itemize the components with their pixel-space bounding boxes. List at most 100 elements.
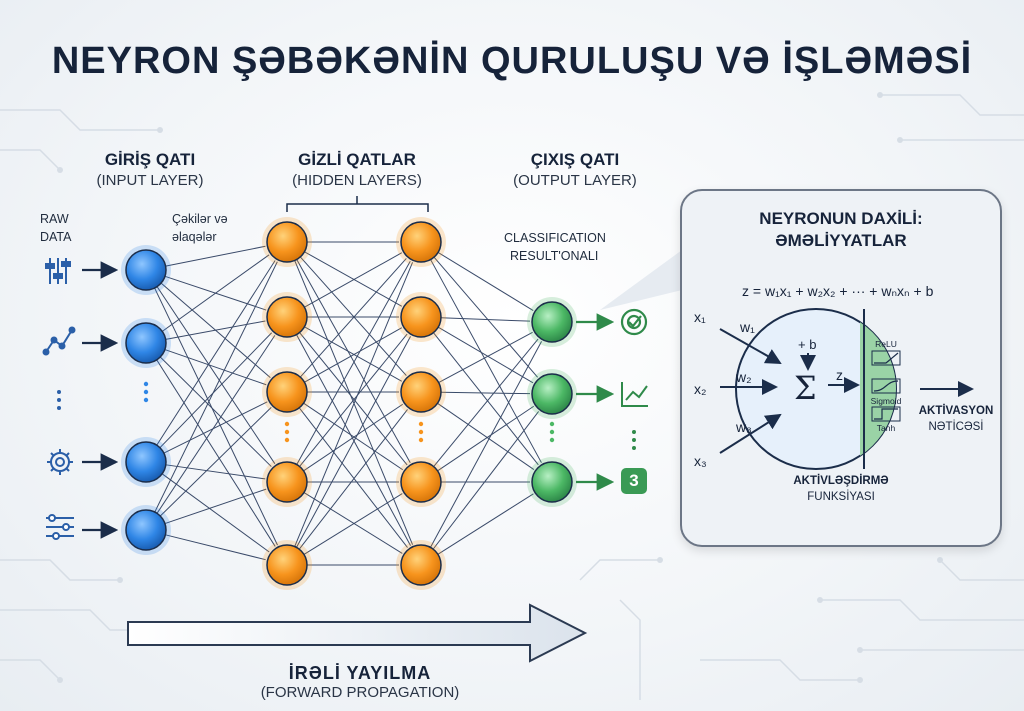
connection-edge xyxy=(296,260,411,465)
connection-edge xyxy=(156,286,276,464)
hidden2-node xyxy=(400,371,442,413)
sum-symbol: Σ xyxy=(794,369,817,407)
raw-data-label-1: RAW xyxy=(40,212,69,226)
hidden2-node xyxy=(400,296,442,338)
connection-edge xyxy=(433,256,539,378)
callout-wedge xyxy=(600,250,682,310)
connection-edge xyxy=(303,402,404,471)
connection-edge xyxy=(304,326,403,382)
ellipsis-dot xyxy=(418,421,424,427)
output-ellipsis-icon xyxy=(632,430,636,450)
input-node xyxy=(125,509,167,551)
connection-edge xyxy=(437,251,534,311)
connection-edge xyxy=(159,332,273,449)
connection-edge xyxy=(303,403,404,472)
ellipsis-dot xyxy=(284,437,290,443)
relu-label: ReLU xyxy=(875,339,897,349)
panel-title-1: NEYRONUN DAXİLİ: xyxy=(759,209,923,228)
output-layer-subtitle: (OUTPUT LAYER) xyxy=(513,172,637,189)
hidden2-node xyxy=(400,544,442,586)
connection-edge xyxy=(440,317,531,322)
z-label: z xyxy=(836,367,843,383)
input-layer-title: GİRİŞ QATI xyxy=(104,150,196,169)
chart-icon xyxy=(621,382,648,407)
ellipsis-dot xyxy=(143,381,149,387)
connection-edge xyxy=(304,327,403,383)
activation-function-label-1: AKTİVLƏŞDİRMƏ xyxy=(793,475,889,487)
weights-label-2: əlaqələr xyxy=(172,230,217,244)
connection-edge xyxy=(159,356,272,467)
gear-icon xyxy=(47,449,73,475)
connection-edge xyxy=(163,401,268,454)
connection-edge xyxy=(154,287,278,546)
sliders-icon xyxy=(45,258,71,284)
connection-edge xyxy=(294,260,414,545)
connection-edge xyxy=(161,473,270,553)
input-x3: x₃ xyxy=(694,453,707,469)
connection-edge xyxy=(161,254,270,332)
output-node xyxy=(531,373,573,415)
connection-edge xyxy=(156,260,276,446)
connection-edge xyxy=(296,336,411,548)
connection-edge xyxy=(156,359,276,547)
connection-edge xyxy=(299,332,408,466)
raw-data-label-2: DATA xyxy=(40,230,72,244)
forward-propagation-title: İRƏLİ YAYILMA xyxy=(288,663,432,683)
connection-edge xyxy=(165,245,266,267)
forward-arrow xyxy=(127,603,588,663)
connection-edge xyxy=(303,492,403,554)
input-x2: x₂ xyxy=(694,381,707,397)
activation-function-label-2: FUNKSİYASI xyxy=(807,491,875,503)
neuron-panel: NEYRONUN DAXİLİ: ƏMƏLİYYATLAR z = w₁x₁ +… xyxy=(680,189,1002,547)
ellipsis-dot xyxy=(143,389,149,395)
input-node xyxy=(125,441,167,483)
neuron-schematic xyxy=(719,308,974,470)
connection-edge xyxy=(298,407,408,548)
connection-edge xyxy=(432,411,540,550)
connection-edge xyxy=(299,258,407,378)
input-layer-subtitle: (INPUT LAYER) xyxy=(96,172,204,189)
input-node xyxy=(125,322,167,364)
weights-label-1: Çəkilər və xyxy=(172,212,228,226)
line-graph-icon xyxy=(42,326,76,356)
hidden1-node xyxy=(266,461,308,503)
connection-edge xyxy=(303,493,403,555)
output-node xyxy=(531,461,573,503)
panel-title-2: ƏMƏLİYYATLAR xyxy=(775,231,907,250)
connection-edge xyxy=(433,338,539,467)
bias-label: + b xyxy=(798,337,817,352)
connection-edge xyxy=(437,493,534,555)
weight-w1: w₁ xyxy=(740,319,755,335)
connection-edge xyxy=(438,331,533,384)
connection-edge xyxy=(299,256,407,376)
hidden2-node xyxy=(400,221,442,263)
connection-edge xyxy=(430,259,542,463)
connection-edge xyxy=(437,405,535,472)
connection-edge xyxy=(165,320,266,340)
ellipsis-dot xyxy=(284,421,290,427)
neuron-equation: z = w₁x₁ + w₂x₂ + ··· + wₙxₙ + b xyxy=(742,283,934,299)
connection-edge xyxy=(165,464,266,480)
hidden1-node xyxy=(266,544,308,586)
output-layer-title: ÇIXIŞ QATI xyxy=(530,150,620,169)
weight-w2: w₂ xyxy=(736,369,752,385)
classification-label-2: RESULT'ONALI xyxy=(510,249,599,263)
page-title: NEYRON ŞƏBƏKƏNİN QURULUŞU VƏ İŞLƏMƏSİ xyxy=(51,40,973,82)
filter-sliders-icon xyxy=(46,514,74,540)
output-node xyxy=(531,301,573,343)
connection-edge xyxy=(164,488,267,525)
weight-w3: w₃ xyxy=(736,419,752,435)
hidden2-node xyxy=(400,461,442,503)
connection-edge xyxy=(154,261,278,513)
hidden1-node xyxy=(266,296,308,338)
connection-edge xyxy=(156,335,276,514)
connection-edge xyxy=(164,349,267,386)
connection-edge xyxy=(304,251,403,307)
activation-result-2: NƏTİCƏSİ xyxy=(928,421,984,433)
connection-edge xyxy=(159,407,272,517)
connection-edge xyxy=(296,259,411,464)
hidden1-node xyxy=(266,221,308,263)
ellipsis-dot xyxy=(549,421,555,427)
connection-edge xyxy=(299,333,408,467)
